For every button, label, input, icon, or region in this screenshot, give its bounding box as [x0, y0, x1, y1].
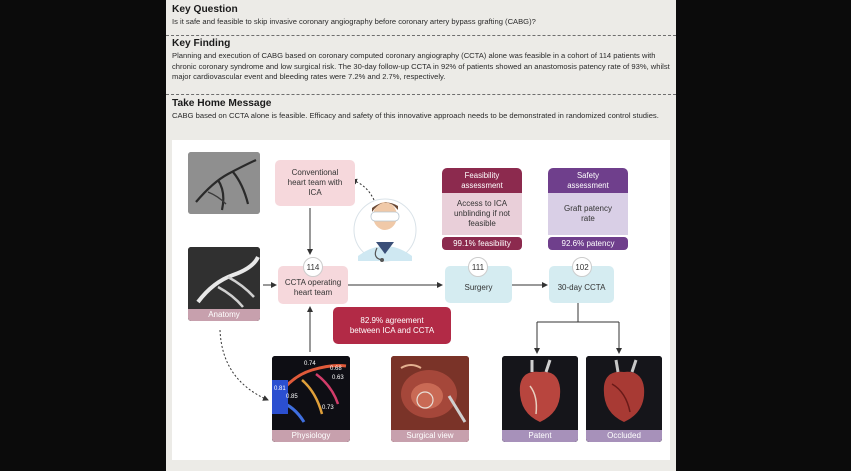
key-finding-heading: Key Finding: [172, 38, 231, 49]
physiology-image: 0.74 0.68 0.63 0.81 0.85 0.73 Physiology: [272, 356, 350, 442]
anatomy-caption: Anatomy: [188, 309, 260, 321]
conventional-team-label: Conventional heart team with ICA: [287, 168, 343, 197]
flow-arrows: [219, 178, 622, 401]
take-home-section: Take Home Message CABG based on CCTA alo…: [172, 98, 670, 122]
ffr-label: 0.68: [330, 366, 342, 372]
ffr-label: 0.73: [322, 405, 334, 411]
ffr-label: 0.63: [332, 375, 344, 381]
ccta-team-count: 114: [303, 257, 323, 277]
feasibility-result: 99.1% feasibility: [442, 237, 522, 250]
key-finding-section: Key Finding Planning and execution of CA…: [172, 38, 670, 83]
feasibility-header: Feasibility assessment: [442, 168, 522, 193]
divider: [166, 35, 676, 36]
ffr-label: 0.81: [274, 386, 286, 392]
physiology-caption: Physiology: [272, 430, 350, 442]
key-question-section: Key Question Is it safe and feasible to …: [172, 4, 670, 28]
anatomy-image: Anatomy: [188, 247, 260, 321]
angiogram-image: [188, 152, 260, 214]
dotted-doctor-arrow: [351, 178, 375, 201]
safety-body: Graft patency rate: [548, 193, 628, 235]
take-home-text: CABG based on CCTA alone is feasible. Ef…: [172, 111, 659, 120]
key-finding-text: Planning and execution of CABG based on …: [172, 51, 670, 82]
ffr-label: 0.85: [286, 394, 298, 400]
agreement-box: 82.9% agreement between ICA and CCTA: [333, 307, 451, 344]
patent-caption: Patent: [502, 430, 578, 442]
slide-page: Key Question Is it safe and feasible to …: [166, 0, 676, 471]
safety-result: 92.6% patency: [548, 237, 628, 250]
split-lines: [536, 297, 620, 352]
followup-count: 102: [572, 257, 592, 277]
surgery-count: 111: [468, 257, 488, 277]
key-question-text: Is it safe and feasible to skip invasive…: [172, 17, 536, 26]
central-illustration: Anatomy Conventional heart team with ICA…: [172, 140, 670, 460]
conventional-team-box: Conventional heart team with ICA: [275, 160, 355, 206]
surgical-view-image: Surgical view: [391, 356, 469, 442]
key-question-heading: Key Question: [172, 4, 238, 15]
take-home-heading: Take Home Message: [172, 98, 272, 109]
feasibility-body: Access to ICA unblinding if not feasible: [442, 193, 522, 235]
safety-header: Safety assessment: [548, 168, 628, 193]
occluded-heart-image: Occluded: [586, 356, 662, 442]
patent-heart-image: Patent: [502, 356, 578, 442]
occluded-caption: Occluded: [586, 430, 662, 442]
dotted-anatomy-arrow: [219, 329, 269, 401]
divider: [166, 94, 676, 95]
surgical-caption: Surgical view: [391, 430, 469, 442]
ffr-label: 0.74: [304, 361, 316, 367]
doctor-illustration: [353, 198, 417, 262]
